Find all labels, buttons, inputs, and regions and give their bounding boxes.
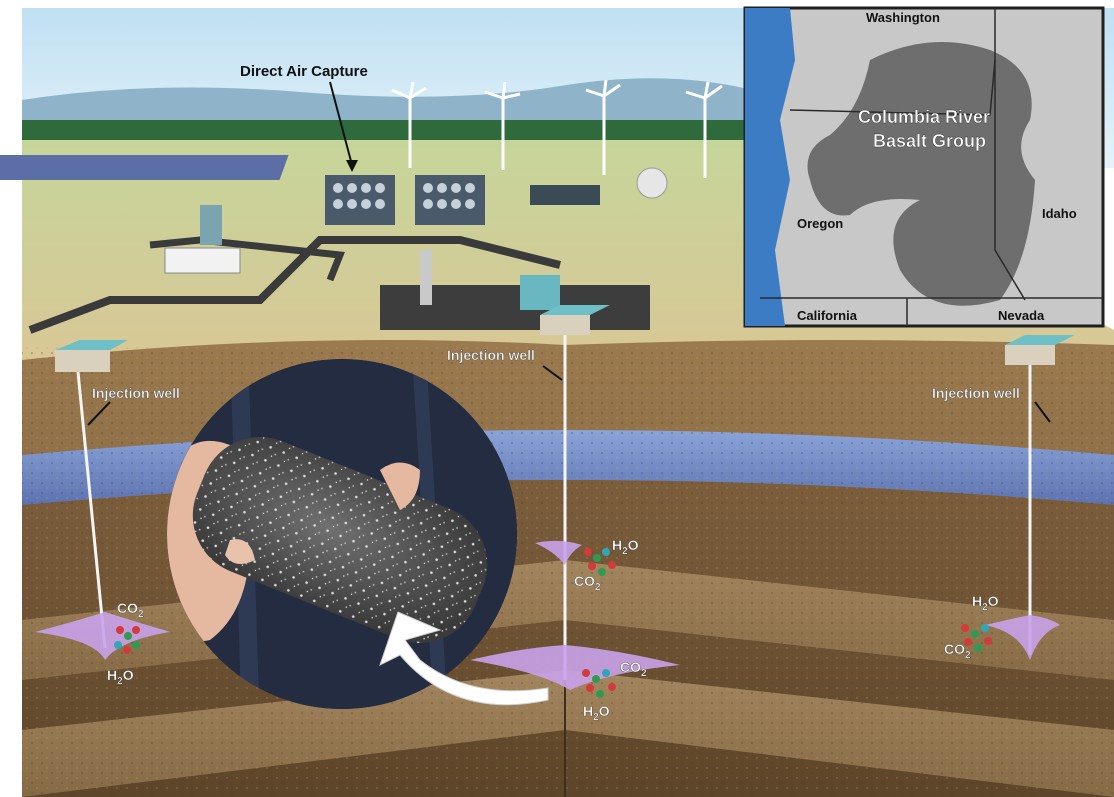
well-pad-right	[1005, 335, 1075, 365]
stack	[420, 250, 432, 305]
map-title-line2: Basalt Group	[873, 131, 986, 151]
co2-molecule-icon	[584, 548, 616, 576]
co2-molecule-icon	[961, 624, 992, 652]
map-title-line1: Columbia River	[858, 107, 990, 127]
h2o-label-center-upper: H2O	[612, 537, 639, 557]
rock-core-icon	[167, 359, 517, 709]
wind-turbine-icon	[585, 79, 621, 175]
pointer-left	[87, 401, 111, 426]
arrow-icon	[379, 611, 549, 706]
road	[28, 236, 561, 334]
plume-right	[985, 615, 1060, 660]
building-white	[164, 247, 241, 274]
state-borders	[760, 8, 1103, 326]
road-2	[149, 236, 345, 282]
wind-turbine-icon	[484, 81, 521, 170]
co2-label-center-lower: CO2	[620, 659, 647, 679]
solar-array	[0, 155, 289, 180]
co2-label-left: CO2	[117, 600, 144, 620]
direct-air-capture-units	[325, 175, 485, 225]
map-state-nevada: Nevada	[998, 308, 1045, 323]
wind-turbine-icon	[391, 81, 427, 168]
map-state-washington: Washington	[866, 10, 940, 25]
map-inset: Washington Oregon Idaho California Nevad…	[743, 6, 1105, 328]
plume-center-lower	[470, 645, 680, 690]
co2-label-right: CO2	[944, 641, 971, 661]
co2-label-center-upper: CO2	[574, 573, 601, 593]
building-right	[530, 185, 600, 205]
map-state-california: California	[797, 308, 858, 323]
well-pad-center	[540, 305, 610, 335]
well-pad-left	[55, 340, 128, 372]
storage-sphere	[636, 167, 668, 199]
plume-center-upper	[535, 540, 582, 565]
tree-line	[22, 120, 762, 142]
pointer-center	[542, 365, 563, 381]
well-bore-left	[76, 371, 107, 649]
pointer-right	[1034, 401, 1051, 423]
dac-pointer	[329, 81, 353, 166]
co2-molecule-icon	[114, 626, 140, 654]
pacific-ocean	[745, 8, 795, 326]
dac-label: Direct Air Capture	[240, 63, 368, 80]
compressor-unit	[520, 275, 560, 310]
map-state-idaho: Idaho	[1042, 206, 1077, 221]
tower-left	[200, 205, 222, 245]
injection-well-label-right: Injection well	[932, 385, 1020, 401]
h2o-label-left: H2O	[107, 667, 134, 687]
h2o-label-right: H2O	[972, 593, 999, 613]
map-state-oregon: Oregon	[797, 216, 843, 231]
basalt-region	[807, 42, 1035, 306]
injection-well-label-center: Injection well	[447, 347, 535, 363]
co2-molecule-icon	[582, 669, 616, 698]
h2o-label-center-lower: H2O	[583, 703, 610, 723]
plume-left	[35, 612, 170, 660]
wind-turbine-icon	[685, 81, 723, 178]
injection-well-label-left: Injection well	[92, 385, 180, 401]
arrow-icon	[346, 160, 358, 172]
